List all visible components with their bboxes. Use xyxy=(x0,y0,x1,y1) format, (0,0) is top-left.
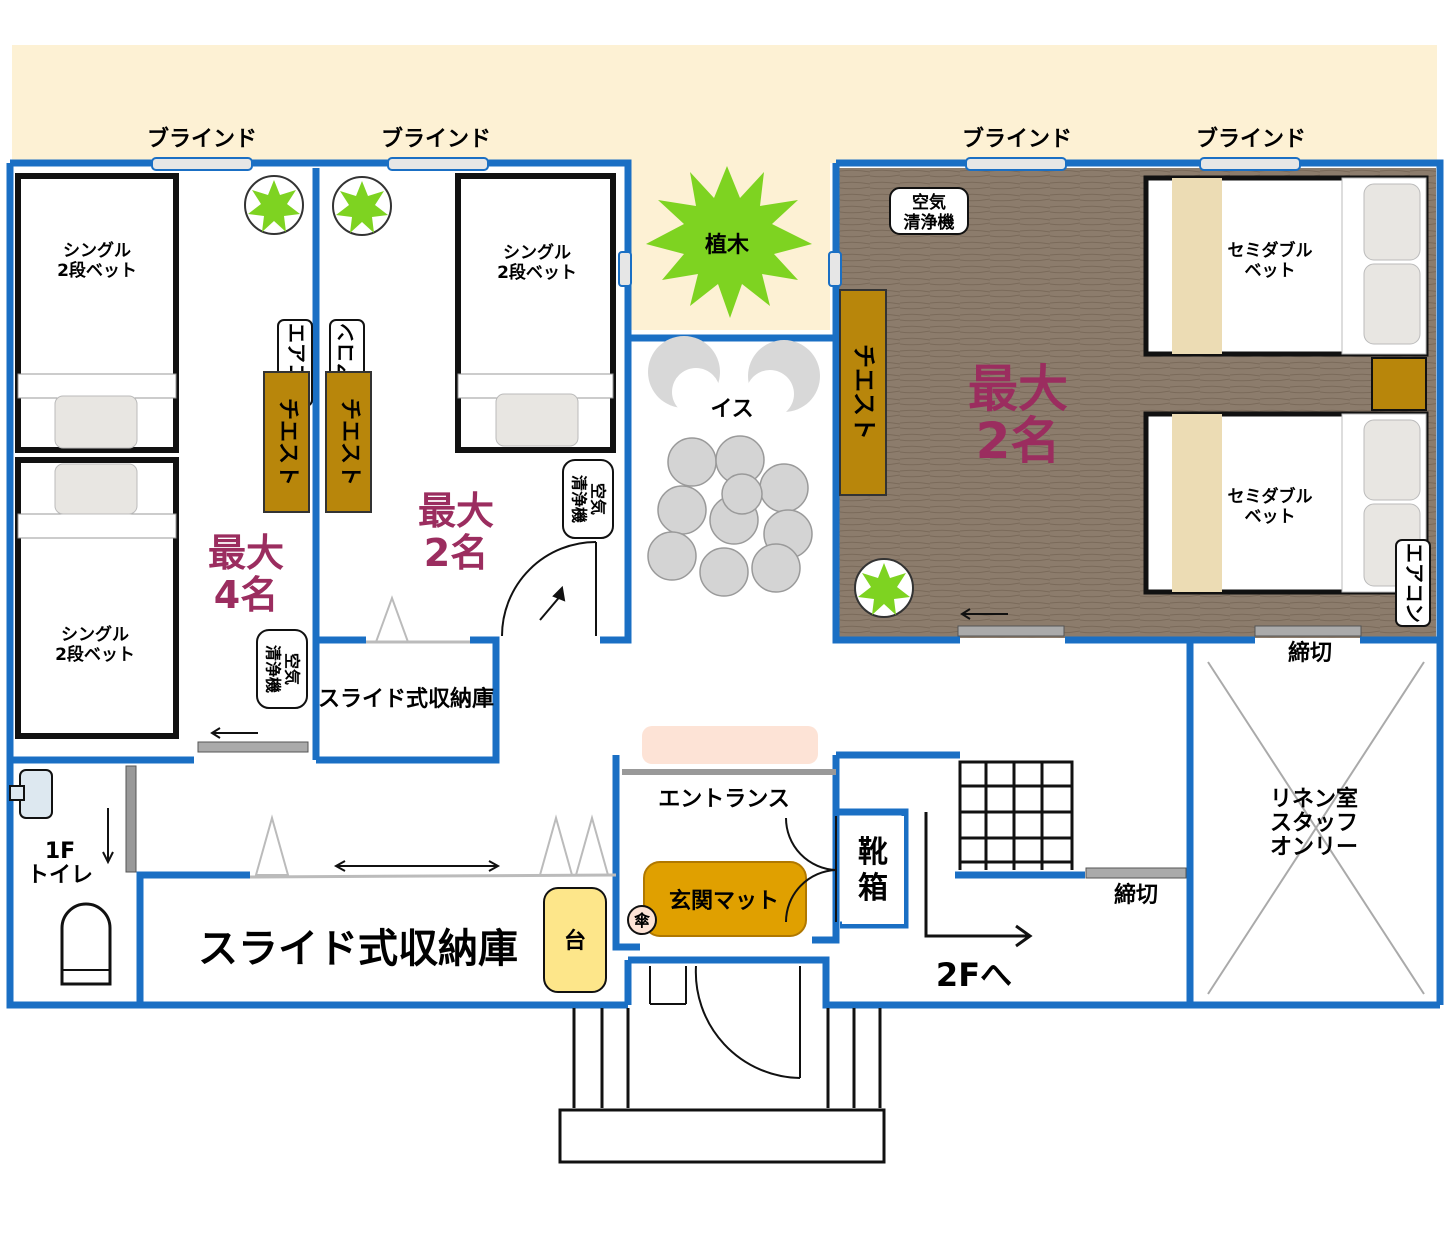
sliding-door xyxy=(197,741,309,753)
shoe-box-label-1: 靴 xyxy=(858,835,888,870)
nightstand xyxy=(1371,357,1427,411)
toilet-icon xyxy=(60,902,112,986)
capacity-c-line-2: 2名 xyxy=(976,412,1061,470)
plant-icon xyxy=(244,175,304,235)
bunk-2-label-2: 2段ベット xyxy=(55,644,135,665)
air-purifier-label-2: 清浄機 xyxy=(264,645,283,693)
table-icon xyxy=(647,435,813,597)
closed-door xyxy=(1254,625,1362,637)
linen-label-1: リネン室 xyxy=(1270,786,1358,812)
stand xyxy=(543,887,607,993)
shoe-box-doors[interactable] xyxy=(785,816,837,923)
arrow-left-icon xyxy=(210,727,258,739)
bunk-1-label-2: 2段ベット xyxy=(57,260,137,281)
toilet-door[interactable] xyxy=(125,765,137,873)
blind-label-3: ブラインド xyxy=(962,126,1072,152)
chest xyxy=(263,371,310,513)
chest-label: チエスト xyxy=(337,398,362,486)
curtain-marker xyxy=(538,814,574,876)
door-room-b[interactable] xyxy=(501,541,597,637)
plant-icon xyxy=(332,176,392,236)
staircase xyxy=(924,760,1074,948)
entrance-label: エントランス xyxy=(658,787,790,812)
umbrella-label: 傘 xyxy=(634,911,651,930)
entrance-rug xyxy=(642,726,818,764)
shoe-box xyxy=(842,816,904,924)
air-purifier-label-1: 空気 xyxy=(912,192,946,213)
bunk-3-label-2: 2段ベット xyxy=(497,262,577,283)
curtain-marker xyxy=(374,595,410,643)
slide-storage-label-large: スライド式収納庫 xyxy=(198,926,518,972)
semi-double-bed-2 xyxy=(1143,411,1429,595)
to-2f-label: 2Fへ xyxy=(936,956,1012,994)
arrow-down-icon xyxy=(102,808,114,865)
bunk-2-label-1: シングル xyxy=(61,624,129,645)
bunk-bed-3 xyxy=(455,173,616,453)
curtain-marker xyxy=(574,814,610,876)
chest xyxy=(325,371,372,513)
bunk-3-label-1: シングル xyxy=(503,242,571,263)
air-purifier-label-2: 清浄機 xyxy=(570,475,589,523)
air-purifier xyxy=(562,459,614,539)
tree-icon xyxy=(646,166,812,318)
blind-label-1: ブラインド xyxy=(147,126,257,152)
genkan-mat xyxy=(643,861,807,937)
capacity-b-line-2: 2名 xyxy=(424,531,488,575)
bunk-bed-2 xyxy=(15,457,179,739)
semi-double-2-label-1: セミダブル xyxy=(1228,486,1313,507)
closed-door xyxy=(1085,867,1187,879)
blinds xyxy=(151,157,1301,287)
linen-label-3: オンリー xyxy=(1270,835,1358,860)
aircon-label: エアコン xyxy=(1403,543,1427,623)
bunk-bed-1 xyxy=(15,173,179,453)
slide-storage-label-small: スライド式収納庫 xyxy=(318,686,494,712)
closed-label: 締切 xyxy=(1288,640,1332,666)
semi-double-1-label-1: セミダブル xyxy=(1228,240,1313,261)
sliding-door xyxy=(957,625,1065,637)
capacity-b-line-1: 最大 xyxy=(418,489,494,533)
stand-label: 台 xyxy=(564,928,586,954)
air-purifier xyxy=(889,187,969,235)
capacity-a-line-1: 最大 xyxy=(208,531,284,575)
walls xyxy=(6,159,1444,1009)
plant-icon xyxy=(854,558,914,618)
double-arrow-icon xyxy=(333,860,501,872)
blind-label-2: ブラインド xyxy=(381,126,491,152)
air-purifier-label-2: 清浄機 xyxy=(904,212,955,233)
outdoor-area xyxy=(12,45,1437,163)
semi-double-1-label-2: ベット xyxy=(1245,261,1296,281)
semi-double-2-label-2: ベット xyxy=(1245,507,1296,527)
genkan-mat-label: 玄関マット xyxy=(669,888,779,914)
air-purifier-label-1: 空気 xyxy=(589,483,608,515)
shoe-box-label-2: 箱 xyxy=(858,871,888,906)
blind-label-4: ブラインド xyxy=(1196,126,1306,152)
umbrella-stand xyxy=(627,905,657,935)
front-door[interactable] xyxy=(649,965,801,1079)
tree-label: 植木 xyxy=(705,232,750,258)
capacity-c-line-1: 最大 xyxy=(968,360,1068,418)
semi-double-bed-1 xyxy=(1143,175,1429,357)
chest-label: チエスト xyxy=(275,398,300,486)
aircon-unit xyxy=(1395,539,1431,627)
arrow-left-icon xyxy=(960,608,1008,620)
chest xyxy=(839,289,887,496)
chest-label: チエスト xyxy=(850,344,878,440)
closed-label: 締切 xyxy=(1114,882,1158,908)
chair-icons xyxy=(648,336,820,418)
capacity-a-line-2: 4名 xyxy=(214,573,278,617)
porch-steps xyxy=(558,1008,886,1164)
curtain-marker xyxy=(254,814,290,876)
bunk-1-label-1: シングル xyxy=(63,240,131,261)
toilet-label-2: トイレ xyxy=(27,863,93,888)
linen-label-2: スタッフ xyxy=(1270,811,1358,836)
toilet-label-1: 1F xyxy=(45,839,75,864)
air-purifier-label-1: 空気 xyxy=(283,653,302,685)
air-purifier xyxy=(256,629,308,709)
chair-label: イス xyxy=(710,397,753,422)
linen-room-cross xyxy=(1207,661,1425,995)
